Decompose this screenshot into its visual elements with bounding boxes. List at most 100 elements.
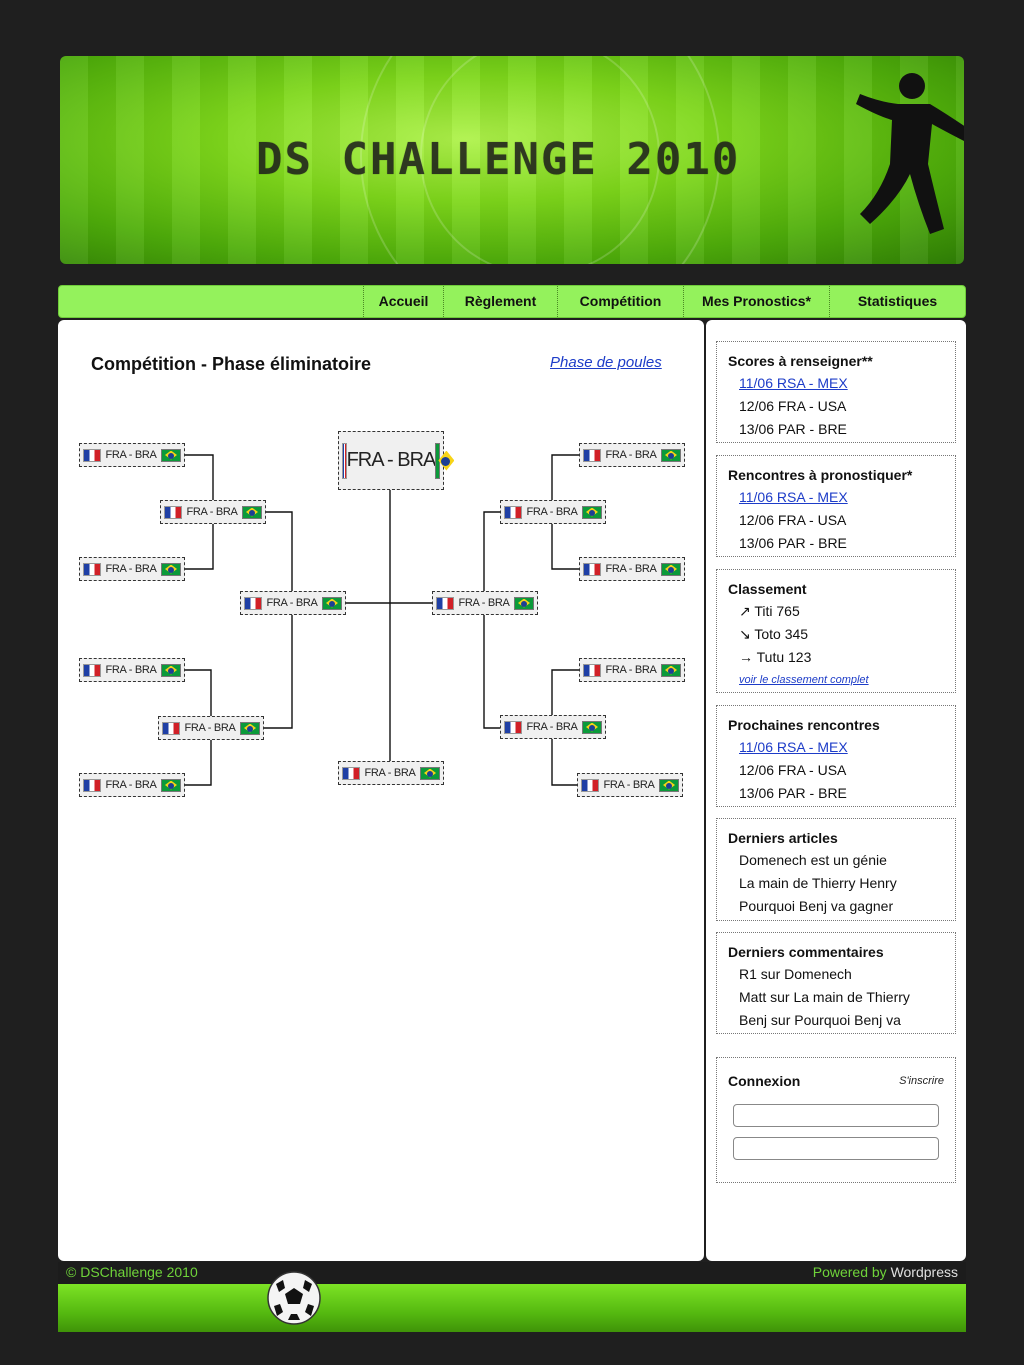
footer-bar: © DSChallenge 2010 Powered by Wordpress (58, 1262, 966, 1284)
match-label: FRA - BRA (605, 563, 657, 575)
match-label: FRA - BRA (186, 506, 238, 518)
header-banner: DS CHALLENGE 2010 (60, 56, 964, 264)
copyright-text: © DSChallenge 2010 (66, 1264, 198, 1280)
article-item[interactable]: Domenech est un génie (739, 852, 887, 868)
knockout-bracket: FRA - BRA FRA - BRA FRA - BRA FRA - BRA … (58, 320, 704, 1261)
match-right-r16-2[interactable]: FRA - BRA (579, 557, 685, 581)
widget-title: Prochaines rencontres (728, 717, 880, 733)
match-left-r16-3[interactable]: FRA - BRA (79, 658, 185, 682)
match-label: FRA - BRA (364, 767, 416, 779)
match-left-r16-2[interactable]: FRA - BRA (79, 557, 185, 581)
match-left-qf-1[interactable]: FRA - BRA (160, 500, 266, 524)
france-flag-icon (83, 663, 101, 677)
match-label: FRA - BRA (105, 563, 157, 575)
password-field[interactable] (733, 1137, 939, 1160)
match-left-qf-2[interactable]: FRA - BRA (158, 716, 264, 740)
match-right-qf-2[interactable]: FRA - BRA (500, 715, 606, 739)
main-nav: Accueil Règlement Compétition Mes Pronos… (363, 286, 965, 317)
upcoming-item: 13/06 PAR - BRE (739, 785, 847, 801)
match-right-r16-1[interactable]: FRA - BRA (579, 443, 685, 467)
brazil-flag-icon (322, 596, 342, 610)
match-final[interactable]: FRA - BRA (338, 431, 450, 490)
nav-item-reglement[interactable]: Règlement (443, 286, 557, 317)
france-flag-icon (581, 778, 599, 792)
france-flag-icon (244, 596, 262, 610)
france-flag-icon (583, 448, 601, 462)
france-flag-icon (164, 505, 182, 519)
nav-item-statistiques[interactable]: Statistiques (829, 286, 965, 317)
register-link[interactable]: S'inscrire (899, 1075, 944, 1087)
match-label: FRA - BRA (266, 597, 318, 609)
predict-item[interactable]: 11/06 RSA - MEX (739, 489, 848, 505)
comment-item[interactable]: R1 sur Domenech (739, 966, 852, 982)
main-content: Compétition - Phase éliminatoire Phase d… (58, 320, 704, 1261)
brazil-flag-icon (420, 766, 440, 780)
widget-title: Classement (728, 581, 807, 597)
france-flag-icon (83, 562, 101, 576)
match-label: FRA - BRA (346, 449, 437, 471)
match-right-r16-4[interactable]: FRA - BRA (577, 773, 683, 797)
login-header: Connexion S'inscrire (728, 1070, 944, 1092)
widget-ranking: Classement ↗ Titi 765 ↘ Toto 345 → Tutu … (716, 569, 956, 693)
match-label: FRA - BRA (105, 449, 157, 461)
brazil-flag-icon (661, 448, 681, 462)
scores-item: 13/06 PAR - BRE (739, 421, 847, 437)
ranking-item: ↗ Titi 765 (739, 603, 800, 619)
brazil-flag-icon (161, 663, 181, 677)
widget-title: Connexion (728, 1073, 801, 1089)
brazil-flag-icon (240, 721, 260, 735)
article-item[interactable]: Pourquoi Benj va gagner (739, 898, 894, 914)
brazil-flag-icon (661, 663, 681, 677)
upcoming-item[interactable]: 11/06 RSA - MEX (739, 739, 848, 755)
match-left-r16-1[interactable]: FRA - BRA (79, 443, 185, 467)
widget-title: Derniers commentaires (728, 944, 884, 960)
wordpress-link[interactable]: Wordpress (890, 1264, 958, 1280)
pool-phase-link[interactable]: Phase de poules (550, 354, 662, 371)
upcoming-item: 12/06 FRA - USA (739, 762, 847, 778)
match-third-place[interactable]: FRA - BRA (338, 761, 444, 785)
match-label: FRA - BRA (605, 449, 657, 461)
banner-ring (360, 56, 720, 264)
username-field[interactable] (733, 1104, 939, 1127)
brazil-flag-icon (659, 778, 679, 792)
match-label: FRA - BRA (526, 506, 578, 518)
match-right-r16-3[interactable]: FRA - BRA (579, 658, 685, 682)
match-left-r16-4[interactable]: FRA - BRA (79, 773, 185, 797)
france-flag-icon (83, 448, 101, 462)
footer-green-band (58, 1284, 966, 1332)
comment-item[interactable]: Benj sur Pourquoi Benj va (739, 1012, 901, 1028)
widget-login: Connexion S'inscrire (716, 1057, 956, 1183)
article-item[interactable]: La main de Thierry Henry (739, 875, 897, 891)
brazil-flag-icon (514, 596, 534, 610)
france-flag-icon (342, 766, 360, 780)
nav-item-competition[interactable]: Compétition (557, 286, 683, 317)
france-flag-icon (83, 778, 101, 792)
match-right-sf[interactable]: FRA - BRA (432, 591, 538, 615)
nav-item-accueil[interactable]: Accueil (363, 286, 443, 317)
brazil-flag-icon (242, 505, 262, 519)
full-ranking-link[interactable]: voir le classement complet (739, 674, 869, 686)
comment-item[interactable]: Matt sur La main de Thierry (739, 989, 910, 1005)
france-flag-icon (504, 505, 522, 519)
predict-item: 13/06 PAR - BRE (739, 535, 847, 551)
brazil-flag-icon (661, 562, 681, 576)
france-flag-icon (436, 596, 454, 610)
match-left-sf[interactable]: FRA - BRA (240, 591, 346, 615)
scores-item: 12/06 FRA - USA (739, 398, 847, 414)
widget-title: Rencontres à pronostiquer* (728, 467, 913, 483)
soccer-player-icon (856, 73, 964, 234)
widget-upcoming-matches: Prochaines rencontres 11/06 RSA - MEX 12… (716, 705, 956, 807)
site-logo-title: DS CHALLENGE 2010 (256, 134, 741, 185)
banner-ring (420, 56, 660, 264)
page-title: Compétition - Phase éliminatoire (91, 354, 372, 374)
france-flag-icon (583, 663, 601, 677)
widget-title: Scores à renseigner** (728, 353, 873, 369)
widget-latest-articles: Derniers articles Domenech est un génie … (716, 818, 956, 921)
france-flag-icon (583, 562, 601, 576)
widget-scores-to-enter: Scores à renseigner** 11/06 RSA - MEX 12… (716, 341, 956, 443)
brazil-flag-icon (435, 442, 450, 479)
predict-item: 12/06 FRA - USA (739, 512, 847, 528)
scores-item[interactable]: 11/06 RSA - MEX (739, 375, 848, 391)
nav-item-mes-pronostics[interactable]: Mes Pronostics* (683, 286, 829, 317)
match-right-qf-1[interactable]: FRA - BRA (500, 500, 606, 524)
